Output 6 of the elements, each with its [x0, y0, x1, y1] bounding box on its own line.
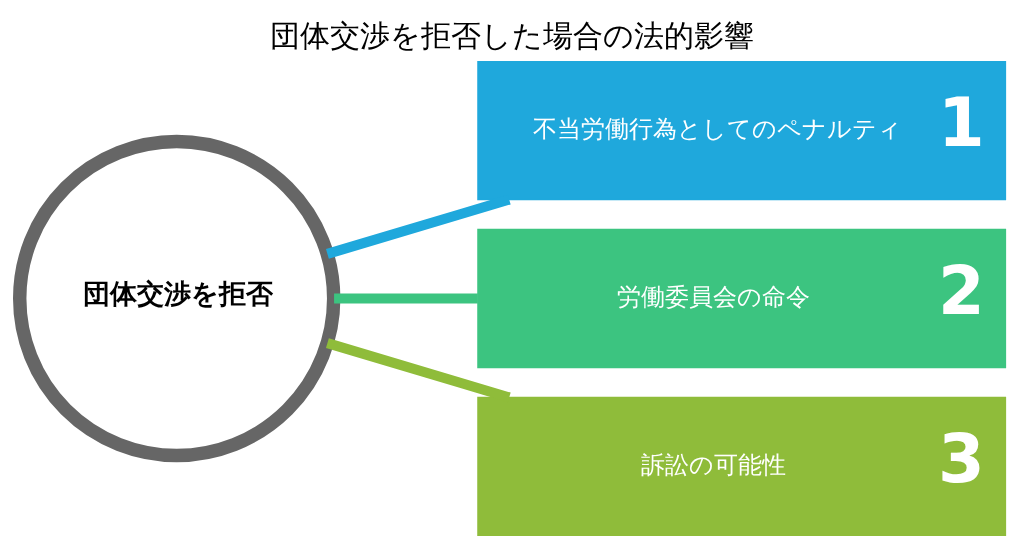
- node-box: 労働委員会の命令 2: [476, 228, 1006, 369]
- node-circle: 団体交渉を拒否: [12, 134, 340, 463]
- diagram-title: 団体交渉を拒否した場合の法的影響: [270, 17, 754, 53]
- node-box: 訴訟の可能性 3: [476, 396, 1006, 537]
- connector: [333, 293, 478, 304]
- node-box: 不当労働行為としてのペナルティ 1: [476, 60, 1006, 201]
